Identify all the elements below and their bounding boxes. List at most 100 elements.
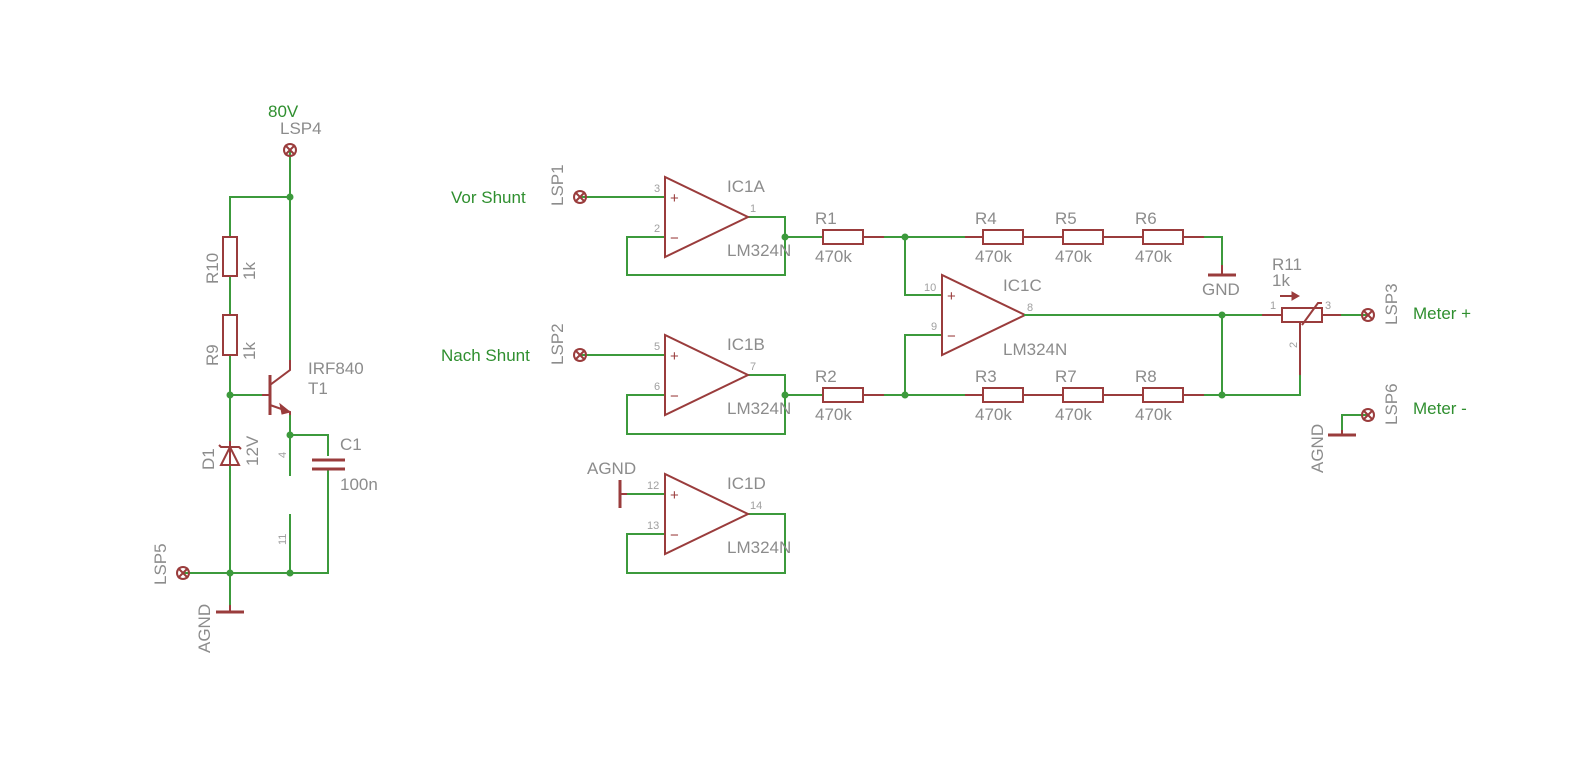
ic1c-pin-out: 8 [1027,302,1033,314]
ic1b-name: IC1B [727,335,765,354]
ic1c-name: IC1C [1003,276,1042,295]
ic1b-pin-out: 7 [750,361,756,373]
r5-value: 470k [1055,247,1092,266]
r11-pin-2: 2 [1288,342,1300,348]
ic1d-pin-minus: 13 [647,520,659,532]
r1-resistor [822,229,864,245]
ic1d-plus-symbol: + [670,487,679,504]
r11-name: R11 [1272,255,1302,274]
r6-resistor [1142,229,1184,245]
agnd-symbol-ic1d [618,480,627,508]
r9-resistor [222,314,238,356]
r11-pin-3: 3 [1325,300,1331,312]
r7-value: 470k [1055,405,1092,424]
lsp3-label: LSP3 [1382,283,1401,325]
ic1b-opamp [664,333,751,417]
r6-name: R6 [1135,209,1157,228]
ic1b-plus-symbol: + [670,348,679,365]
r6-value: 470k [1135,247,1172,266]
agnd-symbol-right [1328,430,1356,437]
ic1a-minus-symbol: − [670,230,679,247]
r2-resistor [822,387,864,403]
r4-value: 470k [975,247,1012,266]
r3-name: R3 [975,367,997,386]
agnd-right-label: AGND [1308,424,1327,473]
ic1a-part: LM324N [727,241,791,260]
t1-name: T1 [308,379,328,398]
c1-value: 100n [340,475,378,494]
r3-value: 470k [975,405,1012,424]
t1-transistor [262,360,292,415]
ic1a-pin-minus: 2 [654,223,660,235]
ic1a-pin-out: 1 [750,203,756,215]
gnd-symbol [1208,265,1236,277]
agnd-left-label: AGND [195,604,214,653]
ic1c-pin-plus: 10 [924,282,936,294]
net-label-nach-shunt: Nach Shunt [441,346,530,365]
ic1d-name: IC1D [727,474,766,493]
ic1c-part: LM324N [1003,340,1067,359]
lsp4-connector [283,143,297,157]
supply-pin-11: 11 [277,534,289,545]
r8-name: R8 [1135,367,1157,386]
ic1a-pin-plus: 3 [654,183,660,195]
r10-value: 1k [240,262,259,280]
ic1d-pin-out: 14 [750,500,762,512]
agnd-ic1d-label: AGND [587,459,636,478]
r5-name: R5 [1055,209,1077,228]
lsp5-label: LSP5 [151,543,170,585]
ic1c-plus-symbol: + [947,288,956,305]
net-label-meter-plus: Meter + [1413,304,1471,323]
ic1b-minus-symbol: − [670,388,679,405]
lsp1-connector [573,190,587,204]
net-label-meter-minus: Meter - [1413,399,1467,418]
lsp6-label: LSP6 [1382,383,1401,425]
d1-name: D1 [199,448,218,470]
r1-value: 470k [815,247,852,266]
ic1a-opamp [664,175,751,259]
gnd-label: GND [1202,280,1240,299]
lsp2-connector [573,348,587,362]
c1-name: C1 [340,435,362,454]
r1-name: R1 [815,209,837,228]
lsp3-connector [1361,308,1375,322]
r9-name: R9 [203,344,222,366]
ic1d-opamp [664,472,751,556]
t1-part: IRF840 [308,359,364,378]
agnd-symbol-left [216,605,244,614]
d1-value: 12V [243,435,262,466]
supply-pin-4: 4 [277,452,289,458]
lsp2-label: LSP2 [548,323,567,365]
lsp6-connector [1361,408,1375,422]
r11-potentiometer [1262,291,1342,375]
ic1a-plus-symbol: + [670,190,679,207]
r7-resistor [1062,387,1104,403]
ic1b-pin-minus: 6 [654,381,660,393]
lsp5-connector [176,566,190,580]
r11-value: 1k [1272,271,1290,290]
ic1b-pin-plus: 5 [654,341,660,353]
r8-resistor [1142,387,1184,403]
r7-name: R7 [1055,367,1077,386]
r3-resistor [982,387,1024,403]
supply-section: 80V LSP4 R10 1k R9 1k IRF840 T1 D1 12V [151,102,378,653]
r10-name: R10 [203,253,222,284]
lsp4-label: LSP4 [280,119,322,138]
r5-resistor [1062,229,1104,245]
ic1a-name: IC1A [727,177,765,196]
r8-value: 470k [1135,405,1172,424]
ic1c-pin-minus: 9 [931,321,937,333]
net-label-vor-shunt: Vor Shunt [451,188,526,207]
r2-value: 470k [815,405,852,424]
ic1c-minus-symbol: − [947,328,956,345]
r10-resistor [222,236,238,277]
ic1c-opamp [941,273,1028,357]
amplifier-section: + − 3 2 1 IC1A LM324N LSP1 Vor Shunt + −… [441,164,1471,574]
r11-pin-1: 1 [1270,300,1276,312]
net-label-80v: 80V [268,102,299,121]
ic1d-minus-symbol: − [670,527,679,544]
ic1d-pin-plus: 12 [647,480,659,492]
ic1b-part: LM324N [727,399,791,418]
c1-capacitor [312,458,345,471]
